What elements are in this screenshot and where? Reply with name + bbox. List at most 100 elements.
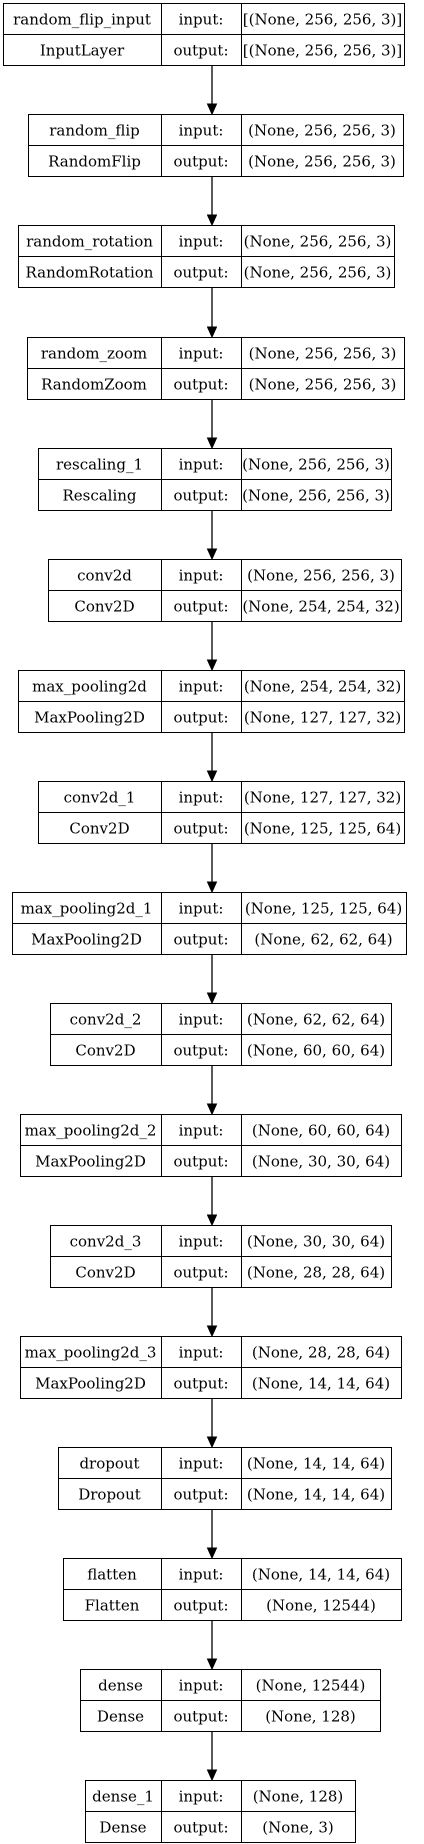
output-label: output: [173,1486,228,1504]
output-label: output: [173,153,228,171]
output-shape: (None, 62, 62, 64) [254,931,392,949]
connection-arrow [206,1288,218,1338]
output-shape: [(None, 256, 256, 3)] [243,42,403,60]
connection-arrow [206,511,218,561]
connection-arrow [206,1621,218,1671]
output-shape: (None, 14, 14, 64) [252,1375,390,1393]
connection-arrow [206,66,218,116]
output-label: output: [173,931,228,949]
input-shape: (None, 256, 256, 3) [244,233,392,251]
input-shape: (None, 256, 256, 3) [248,122,396,140]
input-label: input: [179,1344,224,1362]
layer-type: Dense [97,1708,144,1726]
output-shape: (None, 30, 30, 64) [252,1153,390,1171]
input-shape: (None, 12544) [256,1677,366,1695]
output-label: output: [173,1375,228,1393]
output-shape: (None, 125, 125, 64) [244,820,401,838]
input-label: input: [179,233,224,251]
layer-name: conv2d [77,567,132,585]
layer-type: MaxPooling2D [35,1153,146,1171]
input-label: input: [179,789,224,807]
output-label: output: [173,709,228,727]
input-shape: (None, 256, 256, 3) [249,345,397,363]
layer-type: InputLayer [40,42,125,60]
output-label: output: [173,1042,228,1060]
input-label: input: [179,567,224,585]
connection-arrow [206,1510,218,1560]
input-shape: (None, 62, 62, 64) [247,1011,385,1029]
input-shape: (None, 256, 256, 3) [247,567,395,585]
output-shape: (None, 60, 60, 64) [247,1042,385,1060]
connection-arrow [206,400,218,450]
output-shape: (None, 28, 28, 64) [247,1264,385,1282]
layer-name: conv2d_1 [64,789,136,807]
layer-type: Flatten [85,1597,140,1615]
output-label: output: [173,42,228,60]
input-label: input: [179,345,224,363]
output-shape: (None, 256, 256, 3) [249,376,397,394]
layer-type: Rescaling [62,487,136,505]
input-label: input: [179,1788,224,1806]
layer-type: RandomRotation [26,264,154,282]
layer-name: dropout [79,1455,139,1473]
layer-node-max-pooling2d: max_pooling2dMaxPooling2Dinput:output:(N… [18,670,405,733]
layer-node-random-flip: random_flipRandomFlipinput:output:(None,… [28,114,404,177]
layer-node-max-pooling2d-3: max_pooling2d_3MaxPooling2Dinput:output:… [20,1336,402,1399]
layer-name: conv2d_2 [70,1011,142,1029]
connection-arrow [206,733,218,783]
input-shape: (None, 256, 256, 3) [242,456,390,474]
output-label: output: [173,264,228,282]
output-label: output: [173,598,228,616]
input-label: input: [179,900,224,918]
output-shape: (None, 128) [265,1708,356,1726]
layer-name: random_flip_input [13,11,151,29]
layer-name: random_zoom [41,345,147,363]
input-label: input: [179,678,224,696]
input-shape: (None, 14, 14, 64) [252,1566,390,1584]
output-label: output: [173,376,228,394]
layer-type: MaxPooling2D [35,1375,146,1393]
connection-arrow [206,844,218,894]
input-label: input: [179,1677,224,1695]
connection-arrow [206,622,218,672]
layer-node-rescaling-1: rescaling_1Rescalinginput:output:(None, … [38,448,392,511]
output-shape: (None, 3) [262,1819,333,1837]
input-shape: (None, 14, 14, 64) [247,1455,385,1473]
connection-arrow [206,1066,218,1116]
input-shape: (None, 127, 127, 32) [244,789,401,807]
layer-name: max_pooling2d [32,678,147,696]
connection-arrow [206,1732,218,1782]
layer-type: Conv2D [75,1264,135,1282]
layer-name: rescaling_1 [56,456,143,474]
output-shape: (None, 254, 254, 32) [242,598,399,616]
output-shape: (None, 14, 14, 64) [247,1486,385,1504]
output-shape: (None, 256, 256, 3) [242,487,390,505]
layer-name: max_pooling2d_2 [25,1122,157,1140]
output-label: output: [173,1819,228,1837]
layer-type: RandomZoom [41,376,147,394]
output-label: output: [173,1264,228,1282]
input-label: input: [179,11,224,29]
connection-arrow [206,288,218,339]
input-label: input: [179,1122,224,1140]
layer-name: max_pooling2d_1 [21,900,153,918]
layer-type: MaxPooling2D [31,931,142,949]
layer-name: random_flip [49,122,140,140]
layer-name: dense_1 [92,1788,154,1806]
layer-type: Conv2D [69,820,129,838]
input-shape: (None, 28, 28, 64) [252,1344,390,1362]
output-label: output: [173,1597,228,1615]
output-shape: (None, 256, 256, 3) [244,264,392,282]
layer-type: Dense [99,1819,146,1837]
layer-node-random-rotation: random_rotationRandomRotationinput:outpu… [18,225,395,288]
input-label: input: [179,122,224,140]
